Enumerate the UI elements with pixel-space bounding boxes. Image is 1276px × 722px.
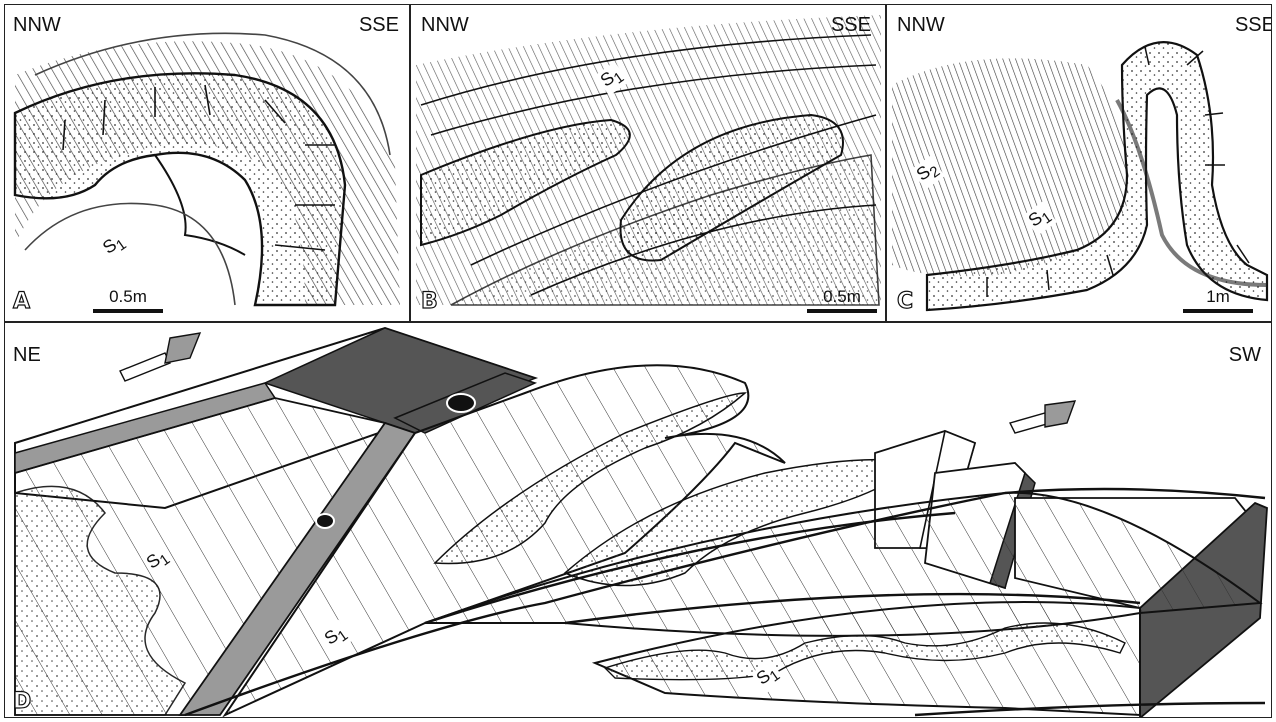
panel-c-right-direction: SSE xyxy=(1235,15,1272,35)
panel-b-scale-text: 0.5m xyxy=(807,287,877,307)
panel-d: NE SW S1 S1 S1 D xyxy=(4,322,1272,718)
panel-c-scale-text: 1m xyxy=(1183,287,1253,307)
panel-b-letter: B xyxy=(421,291,438,313)
panel-b-sketch xyxy=(411,5,886,322)
panel-b-left-direction: NNW xyxy=(421,15,469,35)
panel-c-letter: C xyxy=(897,291,913,313)
panel-b-right-direction: SSE xyxy=(831,15,871,35)
panel-b-scale-line xyxy=(807,309,877,313)
panel-a: NNW SSE S1 A 0.5m xyxy=(4,4,410,322)
panel-a-letter: A xyxy=(13,291,30,313)
fold-core-symbol xyxy=(316,514,334,528)
panel-c: NNW SSE S2 S1 C 1m xyxy=(886,4,1272,322)
fold-core-symbol-upper xyxy=(447,394,475,412)
panel-d-right-direction: SW xyxy=(1229,345,1261,365)
panel-a-scale-line xyxy=(93,309,163,313)
panel-d-block-diagram xyxy=(5,323,1272,718)
panel-d-letter: D xyxy=(13,691,31,713)
panel-d-left-direction: NE xyxy=(13,345,41,365)
panel-c-sketch xyxy=(887,5,1272,322)
panel-b: NNW SSE S1 B 0.5m xyxy=(410,4,886,322)
orientation-glyph-right-fill xyxy=(1045,401,1075,427)
panel-a-scale-text: 0.5m xyxy=(93,287,163,307)
panel-a-left-direction: NNW xyxy=(13,15,61,35)
orientation-glyph-right xyxy=(1010,413,1050,433)
orientation-glyph-left-fill xyxy=(165,333,200,363)
panel-c-scale-line xyxy=(1183,309,1253,313)
panel-a-right-direction: SSE xyxy=(359,15,399,35)
panel-c-scale-bar: 1m xyxy=(1183,287,1253,313)
panel-a-sketch xyxy=(5,5,410,322)
orientation-glyph-left xyxy=(120,353,170,381)
panel-b-scale-bar: 0.5m xyxy=(807,287,877,313)
panel-c-left-direction: NNW xyxy=(897,15,945,35)
panel-a-scale-bar: 0.5m xyxy=(93,287,163,313)
